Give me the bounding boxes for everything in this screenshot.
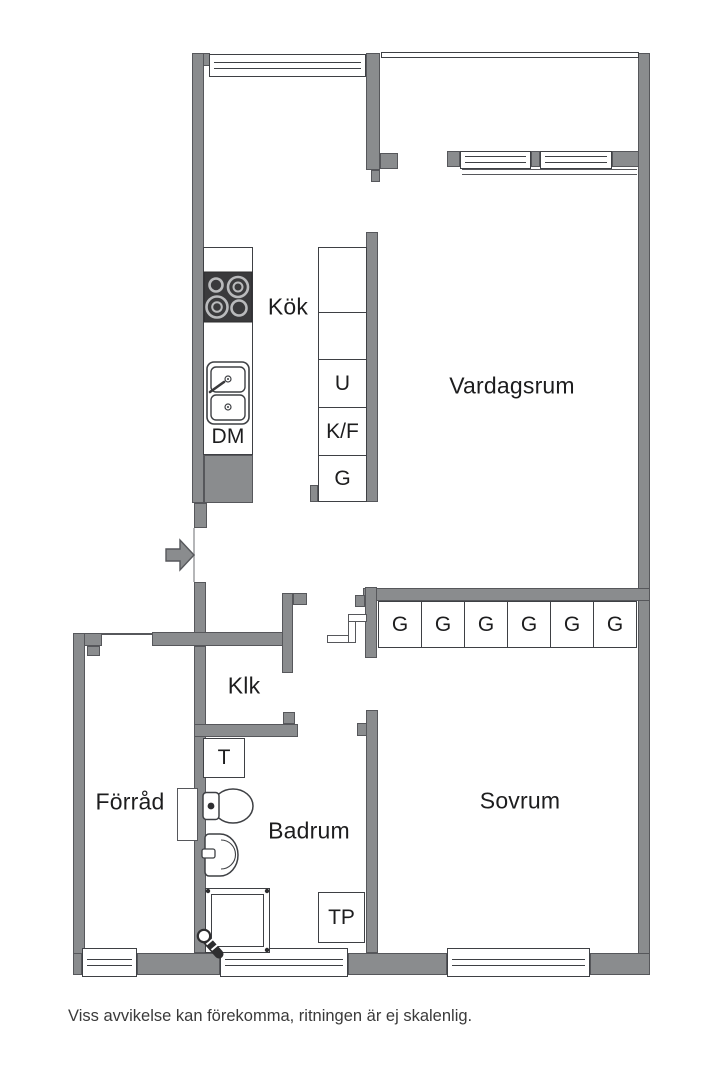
door-swing-icon bbox=[348, 614, 367, 622]
bathroom-cabinet-t: T bbox=[203, 738, 245, 778]
wall-segment bbox=[355, 595, 365, 607]
room-label-kok: Kök bbox=[267, 293, 309, 320]
wall-segment bbox=[194, 724, 298, 737]
wall-segment bbox=[612, 151, 639, 167]
cabinet-cell-g: G bbox=[318, 455, 367, 502]
disclaimer-text: Viss avvikelse kan förekomma, ritningen … bbox=[68, 1007, 473, 1025]
wall-segment bbox=[638, 53, 650, 975]
wall-segment bbox=[366, 710, 378, 953]
wall-segment bbox=[73, 633, 85, 975]
entry-arrow-icon bbox=[165, 538, 195, 572]
wall-segment bbox=[447, 151, 460, 167]
washbasin-icon bbox=[201, 833, 239, 877]
kitchen-sink-icon bbox=[206, 361, 250, 425]
forrad-door-opening bbox=[102, 633, 152, 635]
wall-segment bbox=[204, 455, 253, 503]
wall-segment bbox=[73, 953, 82, 975]
toilet-icon bbox=[202, 788, 254, 824]
wall-segment bbox=[137, 953, 220, 975]
laundry-tp: TP bbox=[318, 892, 365, 943]
wardrobe-cell: G bbox=[593, 601, 637, 648]
room-label-sovrum: Sovrum bbox=[479, 787, 561, 814]
window-sill bbox=[462, 174, 637, 175]
wall-segment bbox=[380, 153, 398, 169]
sovrum-window bbox=[447, 948, 590, 977]
wall-segment bbox=[293, 593, 307, 605]
window-sill bbox=[462, 169, 637, 170]
room-label-vardagsrum: Vardagsrum bbox=[449, 372, 575, 399]
wall-segment bbox=[363, 588, 650, 601]
wall-segment bbox=[310, 485, 318, 502]
shower-head-icon bbox=[196, 928, 224, 959]
wardrobe-cell: G bbox=[507, 601, 551, 648]
wall-segment bbox=[194, 582, 206, 634]
shower-corner-dots bbox=[205, 888, 270, 953]
wall-segment bbox=[365, 587, 377, 658]
cabinet-cell bbox=[318, 312, 367, 360]
cabinet-cell bbox=[318, 247, 367, 313]
balcony-rail bbox=[381, 52, 639, 58]
wall-segment bbox=[348, 953, 447, 975]
room-label-forrad: Förråd bbox=[95, 788, 165, 815]
dishwasher-label: DM bbox=[211, 425, 245, 448]
wall-segment bbox=[194, 503, 207, 528]
balcony-window bbox=[460, 151, 531, 169]
balcony-window bbox=[540, 151, 612, 169]
wall-segment bbox=[366, 232, 378, 502]
wall-segment bbox=[366, 53, 380, 170]
wall-segment bbox=[531, 151, 540, 167]
wardrobe-cell: G bbox=[421, 601, 465, 648]
wall-segment bbox=[283, 712, 295, 724]
stove-icon bbox=[203, 271, 253, 323]
room-label-badrum: Badrum bbox=[268, 817, 350, 844]
badrum-window bbox=[220, 948, 348, 977]
cabinet-cell-u: U bbox=[318, 359, 367, 408]
kitchen-window bbox=[209, 54, 366, 77]
shower-inner bbox=[211, 894, 264, 947]
room-label-klk: Klk bbox=[227, 672, 261, 699]
forrad-door-leaf bbox=[177, 788, 198, 841]
wall-segment bbox=[371, 170, 380, 182]
wall-segment bbox=[590, 953, 650, 975]
wardrobe-cell: G bbox=[378, 601, 422, 648]
wall-segment bbox=[87, 646, 100, 656]
wardrobe-cell: G bbox=[550, 601, 594, 648]
forrad-window bbox=[82, 948, 137, 977]
wardrobe-cell: G bbox=[464, 601, 508, 648]
wall-segment bbox=[152, 632, 283, 646]
wall-segment bbox=[282, 593, 293, 673]
cabinet-cell-kf: K/F bbox=[318, 407, 367, 456]
